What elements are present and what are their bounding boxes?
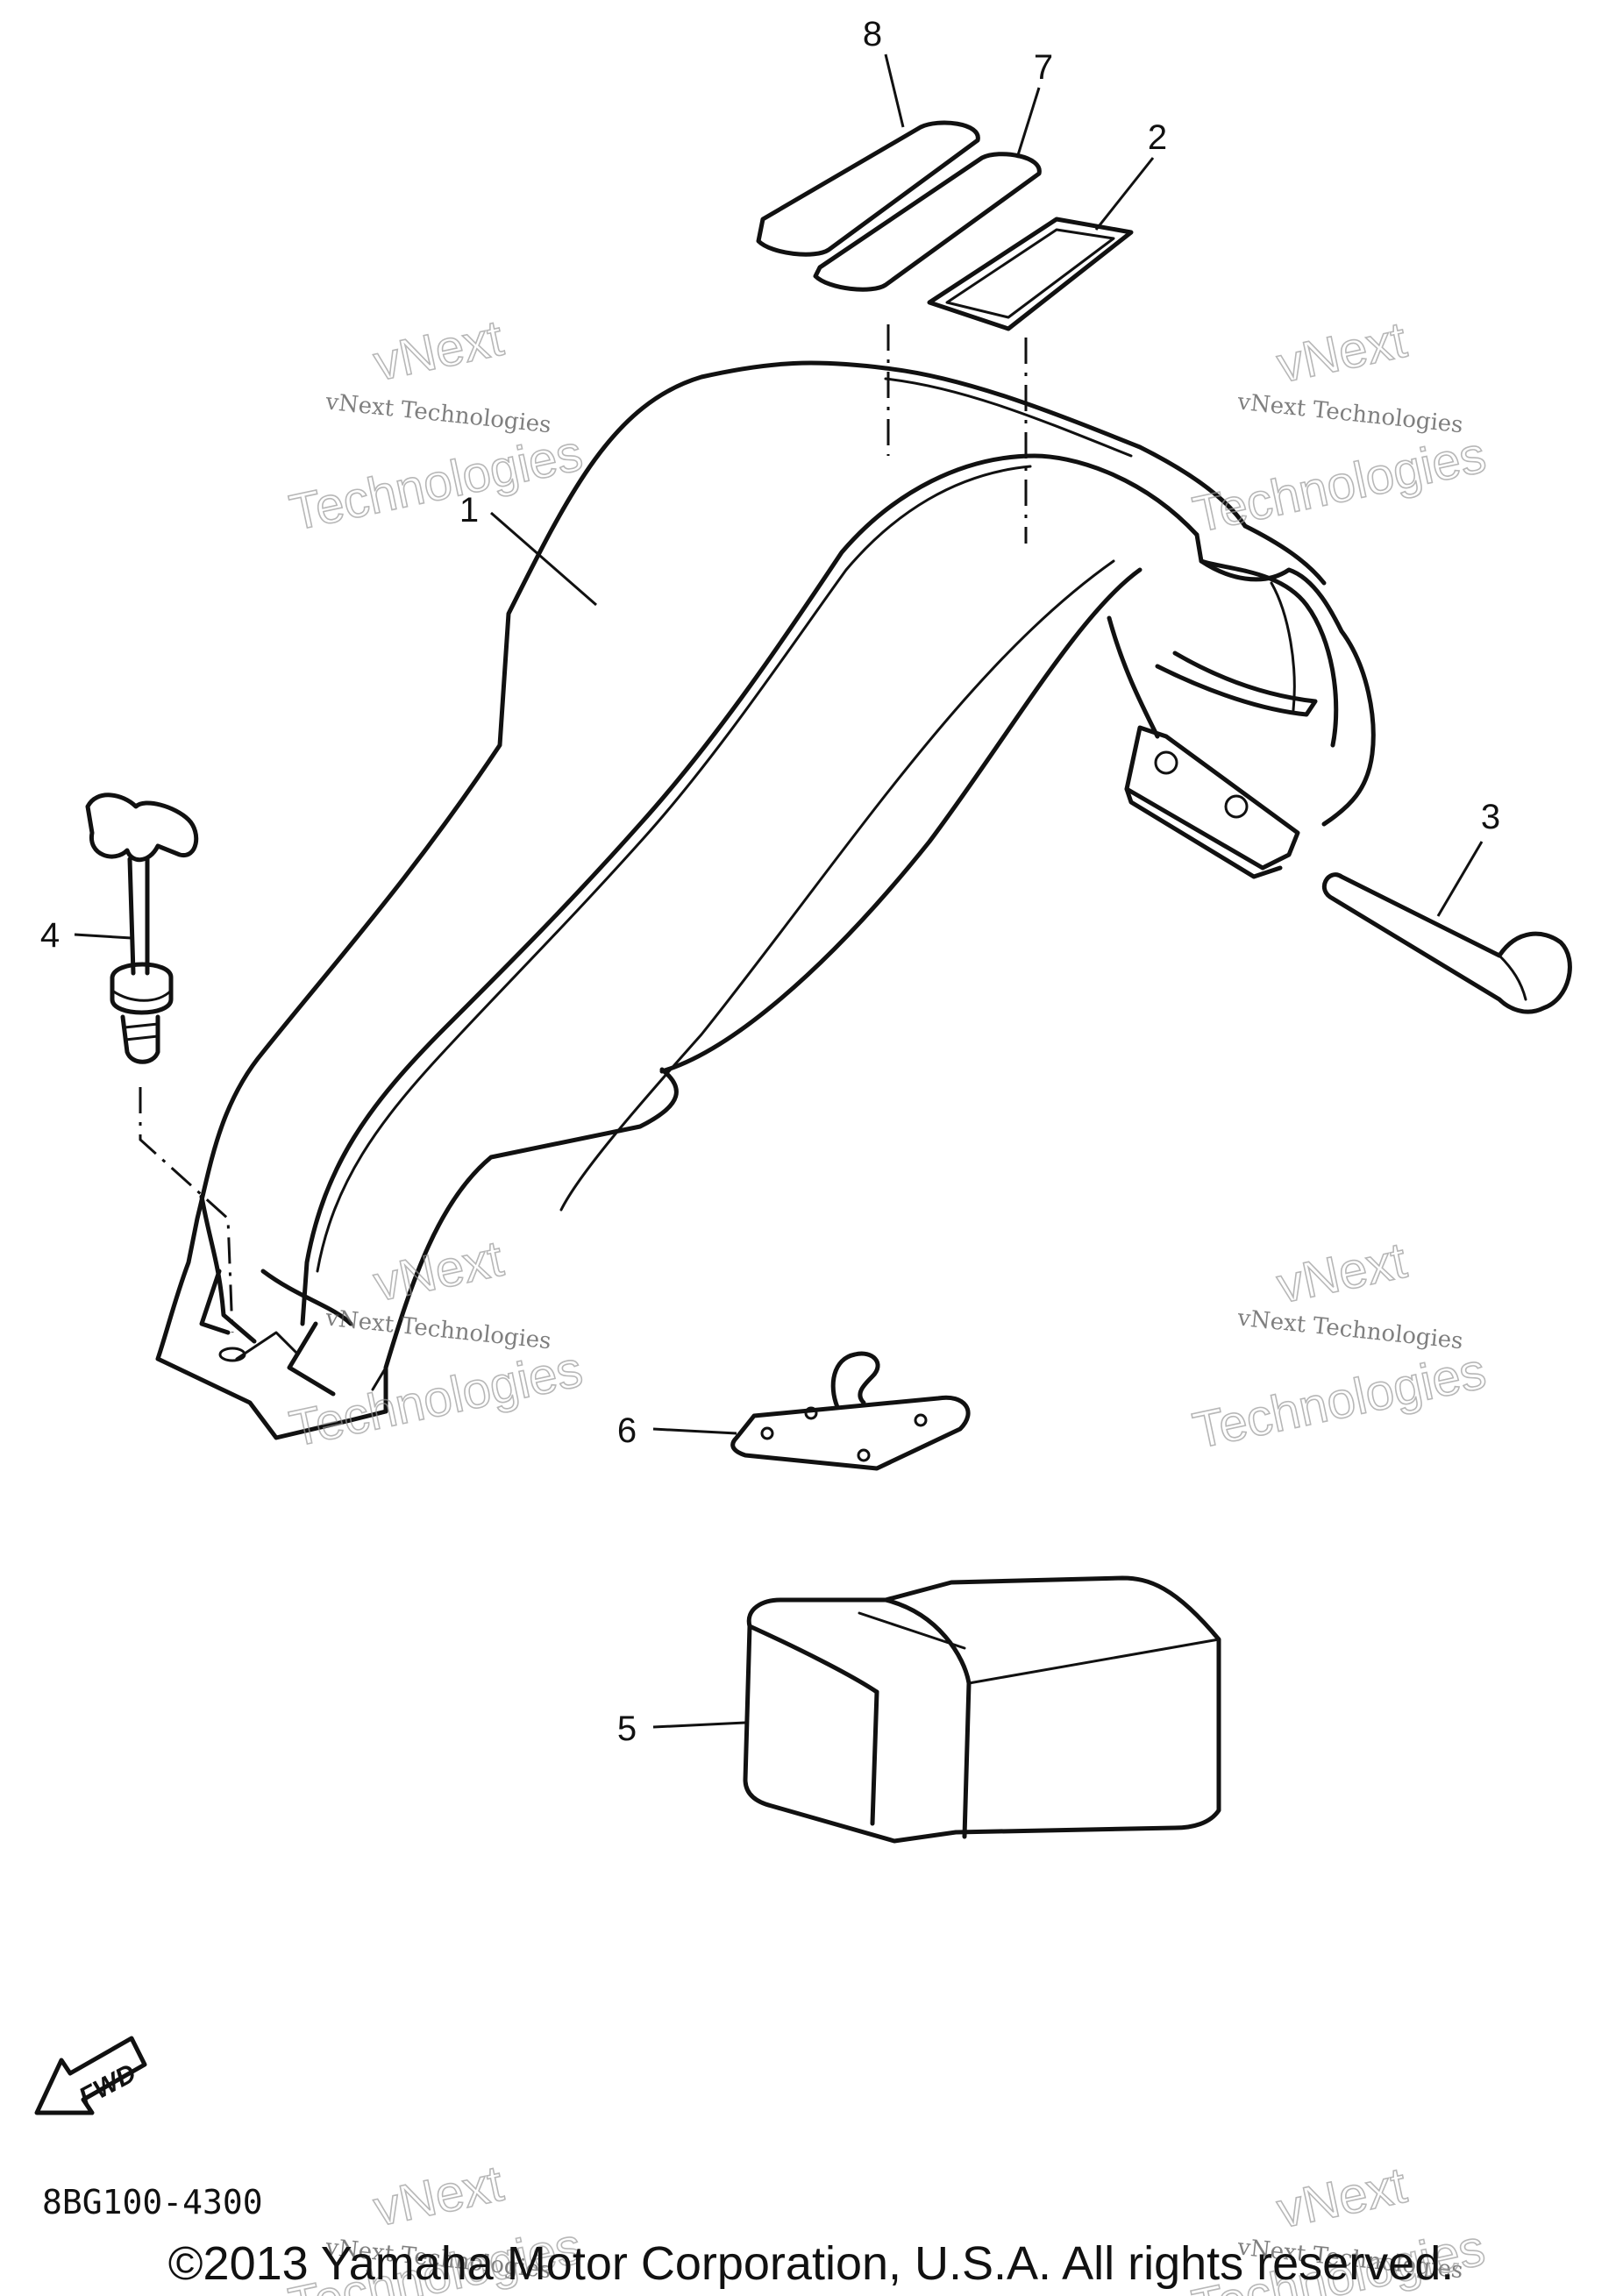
svg-text:Technologies: Technologies [285, 1340, 587, 1458]
svg-text:5: 5 [617, 1710, 637, 1748]
svg-text:Technologies: Technologies [1188, 1342, 1491, 1460]
diagram-code: 8BG100-4300 [42, 2183, 263, 2221]
callout-7: 7 [1015, 48, 1053, 159]
svg-text:vNext Technologies: vNext Technologies [324, 1304, 552, 1354]
svg-text:vNext: vNext [369, 309, 509, 392]
svg-text:1: 1 [459, 491, 479, 530]
part-sticker-7 [813, 152, 1042, 292]
svg-text:3: 3 [1481, 798, 1500, 836]
part-wing-bolt [85, 793, 199, 1064]
callout-6: 6 [617, 1411, 737, 1450]
fwd-arrow-icon: FWD [34, 2036, 147, 2115]
svg-text:4: 4 [40, 916, 60, 955]
part-fender [155, 360, 1376, 1440]
watermark-top-left: vNext vNext Technologies Technologies [284, 309, 587, 543]
svg-text:vNext: vNext [1272, 311, 1412, 394]
svg-text:vNext: vNext [369, 1230, 509, 1312]
callout-2: 2 [1094, 118, 1167, 231]
svg-text:Technologies: Technologies [1188, 426, 1491, 544]
watermark-middle-left: vNext vNext Technologies Technologies [284, 1229, 587, 1459]
svg-text:vNext Technologies: vNext Technologies [1235, 1304, 1464, 1354]
svg-text:8: 8 [863, 15, 882, 53]
watermark-top-right: vNext vNext Technologies Technologies [1187, 310, 1491, 544]
svg-text:Technologies: Technologies [285, 424, 587, 542]
callout-3: 3 [1436, 798, 1500, 917]
svg-text:vNext Technologies: vNext Technologies [324, 388, 552, 438]
callout-8: 8 [863, 15, 905, 128]
svg-text:vNext: vNext [1272, 2157, 1412, 2239]
svg-text:7: 7 [1034, 48, 1053, 87]
part-hook-rod [1321, 872, 1572, 1014]
svg-text:vNext: vNext [369, 2155, 509, 2237]
svg-text:vNext: vNext [1272, 1232, 1412, 1314]
svg-text:6: 6 [617, 1411, 637, 1450]
part-sticker-8 [756, 120, 980, 257]
svg-text:vNext Technologies: vNext Technologies [1235, 388, 1464, 438]
part-sticker-2 [927, 217, 1134, 331]
part-latch-plate [730, 1351, 971, 1471]
svg-text:2: 2 [1148, 118, 1167, 157]
assembly-line-bolt [139, 1087, 234, 1333]
callout-4: 4 [40, 916, 132, 955]
watermark-middle-right: vNext vNext Technologies Technologies [1187, 1231, 1491, 1461]
callout-5: 5 [617, 1710, 746, 1748]
callout-1: 1 [459, 491, 597, 607]
part-case [743, 1575, 1221, 1844]
copyright-notice: ©2013 Yamaha Motor Corporation, U.S.A. A… [168, 2237, 1455, 2290]
